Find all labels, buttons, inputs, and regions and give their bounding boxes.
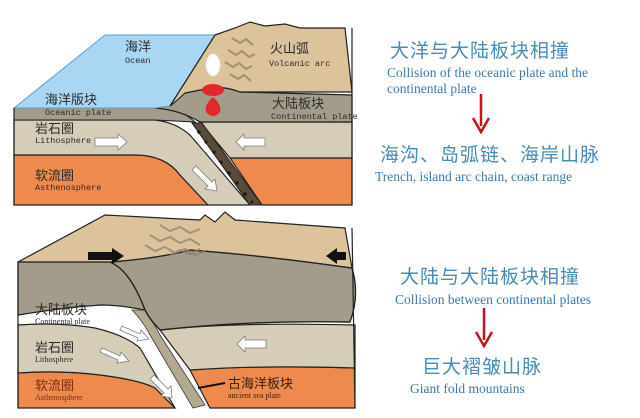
plate-motion-arrows [99,325,267,399]
oceanic-collision-result: 海沟、岛弧链、海岸山脉 Trench, island arc chain, co… [375,140,640,185]
oceanic-collision-title-cn: 大洋与大陆板块相撞 [390,40,571,62]
magma-chamber [202,84,224,96]
lithosphere-label-cn: 岩石圈 [35,122,74,137]
oceanic-plate-label-en: Oceanic plate [45,108,111,118]
ocean-label-en: Ocean [125,56,151,66]
continental-plate-label-en: Continental plate [35,317,90,326]
oceanic-collision-panel: 大洋与大陆板块相撞 Collision of the oceanic plate… [380,36,640,97]
oceanic-result-cn: 海沟、岛弧链、海岸山脉 [380,144,601,166]
down-arrow-icon [475,308,493,348]
ancient-sea-plate-label-en: ancient sea plate [228,391,281,400]
ancient-sea-plate-pointer [197,382,226,389]
continental-plate-label-en: Continental plate [271,112,358,122]
subduction-zone [191,122,263,206]
asthenosphere-label-en: Asthenosphere [35,393,83,402]
down-arrow-icon [472,94,490,134]
volcanic-steam [205,53,221,77]
continental-plate-label-cn: 大陆板块 [272,96,324,112]
lithosphere-label-en: Lithosphere [35,136,91,146]
lithosphere-label-cn: 岩石圈 [35,341,74,356]
oceanic-plate-label-cn: 海洋版块 [45,93,97,108]
continental-plate-label-cn: 大陆板块 [35,302,87,318]
lithosphere-label-en: Lithosphere [35,355,74,364]
lithosphere-layer [17,323,176,409]
asthenosphere-label-cn: 软流圈 [35,379,74,394]
continental-collision-title-cn: 大陆与大陆板块相撞 [400,266,581,288]
ancient-sea-plate-label-cn: 古海洋板块 [228,377,293,392]
continental-collision-panel: 大陆与大陆板块相撞 Collision between continental … [395,262,640,308]
continental-result-cn: 巨大褶皱山脉 [422,356,543,378]
oceanic-result-en: Trench, island arc chain, coast range [375,169,573,184]
asthenosphere-label-en: Asthenosphere [35,183,101,193]
oceanic-collision-title-en-line2: continental plate [387,81,477,96]
plate-motion-arrows [94,133,266,192]
continental-collision-result: 巨大褶皱山脉 Giant fold mountains [410,352,640,397]
compression-arrows [88,248,346,264]
volcanic-arc-label-cn: 火山弧 [270,42,309,57]
asthenosphere-label-cn: 软流圈 [35,169,74,184]
continental-collision-title-en: Collision between continental plates [395,292,592,307]
volcanic-arc-label-en: Volcanic arc [269,59,330,69]
continental-continental-diagram: 大陆板块 Continental plate 岩石圈 Lithosphere 软… [17,211,357,409]
ocean-label-cn: 海洋 [125,40,151,55]
continental-result-en: Giant fold mountains [410,381,525,396]
lithosphere-layer [13,119,252,206]
oceanic-collision-title-en-line1: Collision of the oceanic plate and the [387,65,588,80]
oceanic-continental-diagram: 海洋 Ocean 火山弧 Volcanic arc 海洋版块 Oceanic p… [12,21,358,206]
